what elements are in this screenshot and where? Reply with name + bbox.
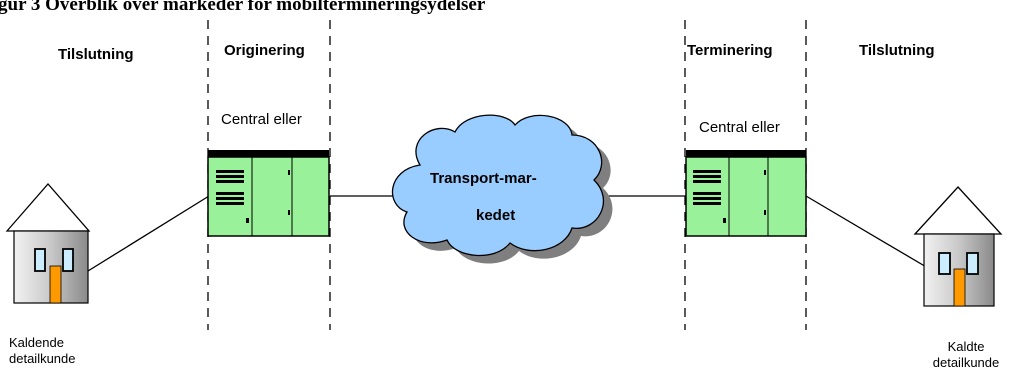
header-origination: Originering <box>224 42 305 59</box>
called-customer-line2: detailkunde <box>932 355 1000 370</box>
connection-lines <box>87 195 929 272</box>
house-right <box>913 186 1003 307</box>
called-customer-line1: Kaldte <box>947 339 985 354</box>
cloud-label-line1: Transport-mar- <box>430 170 537 187</box>
transport-market-cloud <box>391 114 613 264</box>
line-switch-right-to-house <box>805 195 929 269</box>
calling-customer-label: Kaldende detailkunde <box>9 335 89 367</box>
figure-title: gur 3 Overblik over markeder for mobilte… <box>0 0 486 15</box>
header-left-access: Tilslutning <box>58 46 134 63</box>
cloud-label-line2: kedet <box>476 207 516 224</box>
house-left <box>5 183 91 304</box>
switch-label-right: Central eller <box>699 119 780 136</box>
switch-label-left: Central eller <box>221 111 302 128</box>
calling-customer-line2: detailkunde <box>9 351 76 366</box>
header-termination: Terminering <box>687 42 773 59</box>
switch-left <box>207 150 330 237</box>
dashed-separators <box>207 20 807 330</box>
header-right-access: Tilslutning <box>859 42 935 59</box>
switch-right <box>685 150 807 237</box>
called-customer-label: Kaldte detailkunde <box>926 339 1006 371</box>
line-house-left-to-switch <box>87 195 210 272</box>
calling-customer-line1: Kaldende <box>9 335 64 350</box>
